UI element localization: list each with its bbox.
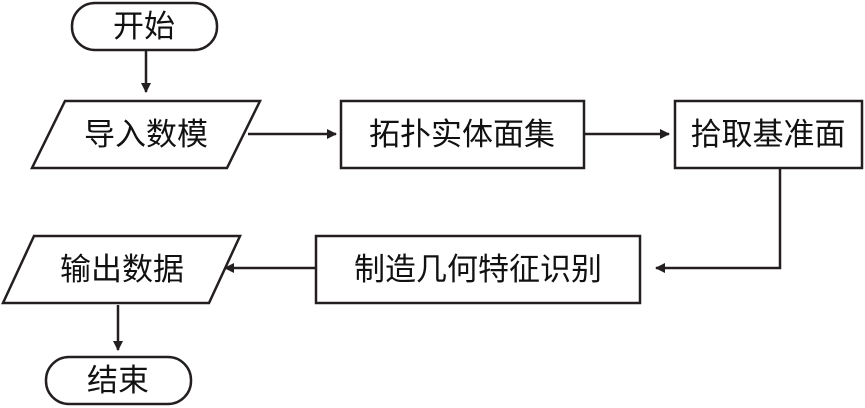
node-label: 输出数据 (60, 252, 184, 288)
node-label: 拾取基准面 (691, 117, 846, 153)
node-recognize: 制造几何特征识别 (314, 234, 642, 305)
node-start: 开始 (70, 1, 219, 52)
io-shape (29, 99, 263, 170)
process-shape (673, 99, 864, 170)
node-label: 开始 (113, 9, 175, 45)
node-label: 导入数模 (84, 117, 208, 153)
node-output: 输出数据 (1, 234, 242, 305)
process-shape (314, 234, 642, 305)
node-label: 制造几何特征识别 (354, 252, 602, 288)
process-shape (339, 99, 586, 170)
flow-connectors (113, 50, 782, 351)
node-import: 导入数模 (29, 99, 263, 170)
node-topology: 拓扑实体面集 (339, 99, 586, 170)
node-datum: 拾取基准面 (673, 99, 864, 170)
node-end: 结束 (44, 355, 193, 406)
terminal-shape (70, 1, 219, 52)
terminal-shape (44, 355, 193, 406)
io-shape (1, 234, 242, 305)
edge-datum-to-recognize (655, 169, 782, 273)
node-label: 结束 (87, 363, 149, 399)
node-label: 拓扑实体面集 (369, 117, 555, 153)
